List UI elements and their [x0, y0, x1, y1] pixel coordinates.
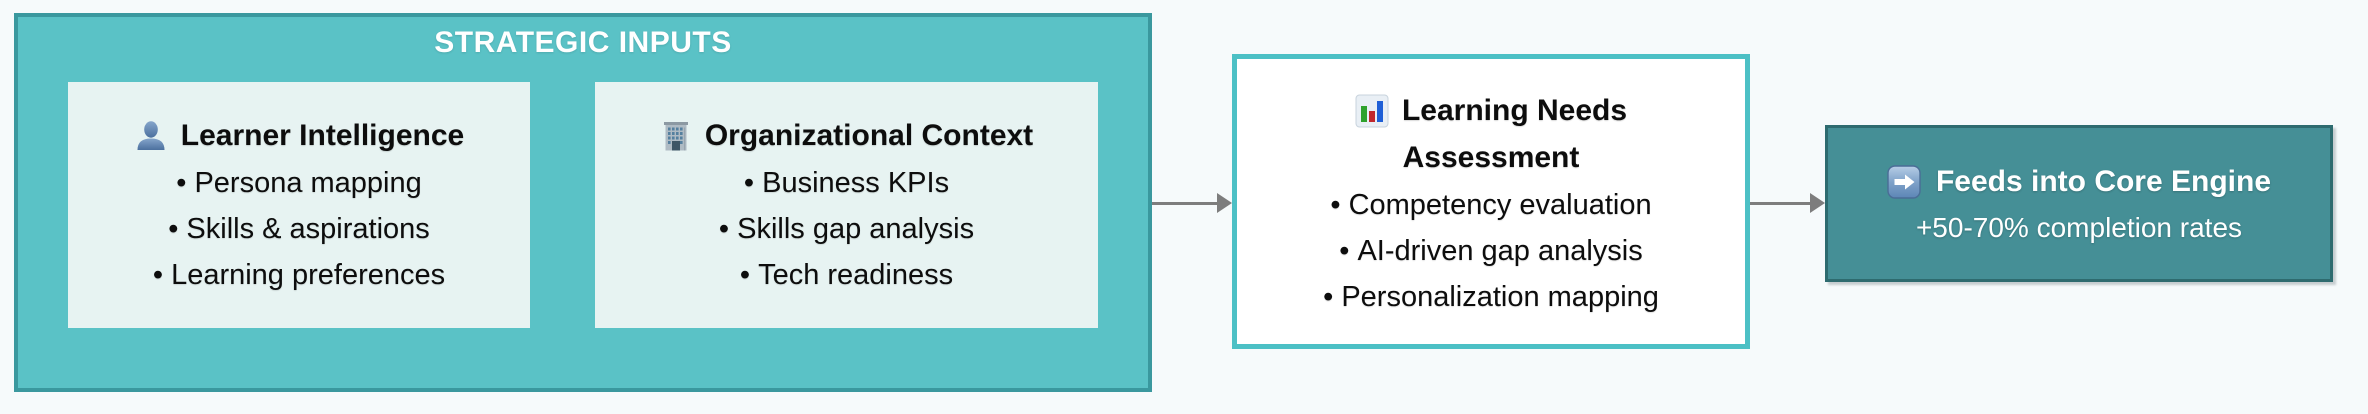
- bullet-item: AI-driven gap analysis: [1339, 228, 1642, 274]
- organizational-context-card: Organizational Context Business KPIs Ski…: [595, 82, 1098, 328]
- card-title-row: Organizational Context: [660, 112, 1033, 160]
- connector-arrow-line: [1152, 202, 1218, 205]
- bar-chart-icon: [1355, 94, 1389, 128]
- bullet-item: Skills & aspirations: [168, 206, 429, 252]
- bullet-item: Competency evaluation: [1330, 182, 1652, 228]
- bullet-item: Skills gap analysis: [719, 206, 974, 252]
- card-title-text: Organizational Context: [704, 119, 1034, 152]
- engine-title-text: Feeds into Core Engine: [1935, 164, 2272, 198]
- connector-arrow-head: [1217, 193, 1232, 213]
- bullet-item: Persona mapping: [176, 160, 421, 206]
- arrow-right-icon: [1887, 164, 1921, 199]
- building-icon: [660, 120, 692, 152]
- connector-arrow-line: [1750, 202, 1812, 205]
- bullet-item: Business KPIs: [744, 160, 949, 206]
- strategic-inputs-title: STRATEGIC INPUTS: [434, 26, 732, 59]
- core-engine-box: Feeds into Core Engine +50-70% completio…: [1825, 125, 2333, 282]
- assessment-title-line2: Assessment: [1402, 140, 1580, 174]
- bullet-item: Personalization mapping: [1323, 274, 1659, 320]
- strategic-inputs-group: STRATEGIC INPUTS Learne: [14, 13, 1152, 392]
- assessment-title-text: Learning Needs: [1401, 94, 1628, 127]
- learner-intelligence-card: Learner Intelligence Persona mapping Ski…: [68, 82, 530, 328]
- engine-subtitle: +50-70% completion rates: [1915, 211, 2243, 243]
- bullet-item: Tech readiness: [740, 252, 953, 298]
- learning-needs-assessment-box: Learning Needs Assessment Competency eva…: [1232, 54, 1750, 349]
- card-title-row: Learner Intelligence: [134, 112, 464, 160]
- connector-arrow-head: [1810, 193, 1825, 213]
- assessment-title-row: Learning Needs: [1355, 88, 1627, 135]
- engine-title-row: Feeds into Core Engine: [1887, 158, 2271, 206]
- bullet-item: Learning preferences: [153, 252, 445, 298]
- person-icon: [134, 119, 168, 153]
- card-title-text: Learner Intelligence: [180, 119, 465, 152]
